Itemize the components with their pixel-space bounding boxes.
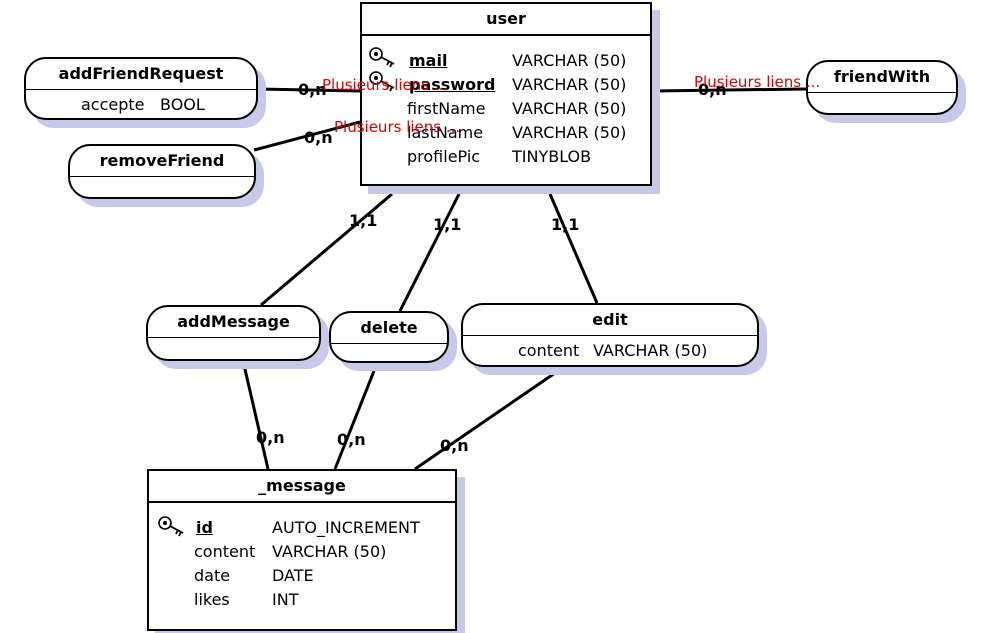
attr-firstname-type: VARCHAR (50) <box>512 99 627 118</box>
entity-user[interactable]: user mail VARCHAR (50) password VARCHAR … <box>360 2 652 186</box>
assoc-friendwith[interactable]: friendWith <box>806 60 958 115</box>
assoc-addmessage[interactable]: addMessage <box>146 305 321 361</box>
assoc-addfriendrequest-title: addFriendRequest <box>26 59 256 90</box>
warning-removefriend: Plusieurs liens ... <box>334 118 461 136</box>
assoc-delete-title: delete <box>331 313 447 344</box>
attr-profilepic-type: TINYBLOB <box>512 147 592 166</box>
key-icon <box>157 515 187 541</box>
attr-content-name: content <box>194 542 256 561</box>
attr-edit-content-type: VARCHAR (50) <box>593 341 708 360</box>
link-delete-message <box>333 370 376 470</box>
assoc-removefriend-title: removeFriend <box>70 146 254 177</box>
attr-id-name: id <box>196 518 213 537</box>
assoc-friendwith-title: friendWith <box>808 62 956 93</box>
cardinality-delete-message: 0,n <box>337 430 366 449</box>
assoc-addfriendrequest[interactable]: addFriendRequest accepte BOOL <box>24 57 258 120</box>
link-addfriendrequest-user <box>257 87 361 93</box>
cardinality-edit-message: 0,n <box>440 436 469 455</box>
link-edit-message <box>414 371 556 471</box>
assoc-edit[interactable]: edit content VARCHAR (50) <box>461 303 759 367</box>
cardinality-addmessage-user: 1,1 <box>349 211 378 230</box>
cardinality-edit-user: 1,1 <box>551 215 580 234</box>
assoc-edit-title: edit <box>463 305 757 336</box>
attr-mail-type: VARCHAR (50) <box>512 51 627 70</box>
attr-likes-type: INT <box>272 590 299 609</box>
warning-addfriendrequest: Plusieurs liens ... <box>322 76 449 94</box>
attr-accepte-type: BOOL <box>160 95 205 114</box>
assoc-edit-body: content VARCHAR (50) <box>463 336 757 362</box>
attr-likes-name: likes <box>194 590 230 609</box>
attr-firstname-name: firstName <box>407 99 486 118</box>
attr-edit-content-name: content <box>518 341 580 360</box>
attr-lastname-type: VARCHAR (50) <box>512 123 627 142</box>
link-delete-user <box>398 193 461 312</box>
attr-accepte-name: accepte <box>81 95 145 114</box>
link-addmessage-message <box>242 364 270 470</box>
attr-lastname-name: lastName <box>407 123 484 142</box>
entity-message[interactable]: _message id AUTO_INCREMENT content VARCH… <box>147 469 457 631</box>
link-addmessage-user <box>260 192 393 307</box>
assoc-addmessage-title: addMessage <box>148 307 319 338</box>
link-removefriend-user <box>253 120 361 152</box>
cardinality-addfriendrequest-user: 0,n <box>298 80 327 99</box>
attr-password-name: password <box>409 75 496 94</box>
cardinality-removefriend-user: 0,n <box>304 128 333 147</box>
warning-friendwith: Plusieurs liens ... <box>694 73 821 91</box>
assoc-delete[interactable]: delete <box>329 311 449 363</box>
entity-message-title: _message <box>149 471 455 503</box>
cardinality-addmessage-message: 0,n <box>256 428 285 447</box>
attr-id-type: AUTO_INCREMENT <box>272 518 420 537</box>
link-friendwith-user <box>651 87 807 93</box>
attr-password-type: VARCHAR (50) <box>512 75 627 94</box>
attr-mail-name: mail <box>409 51 448 70</box>
attr-profilepic-name: profilePic <box>407 147 481 166</box>
entity-user-title: user <box>362 4 650 36</box>
cardinality-friendwith-user: 0,n <box>698 80 727 99</box>
assoc-removefriend[interactable]: removeFriend <box>68 144 256 199</box>
key-icon <box>368 46 398 72</box>
assoc-addfriendrequest-body: accepte BOOL <box>26 90 256 116</box>
link-edit-user <box>548 193 599 304</box>
cardinality-delete-user: 1,1 <box>433 215 462 234</box>
key-icon <box>368 70 398 96</box>
attr-content-type: VARCHAR (50) <box>272 542 387 561</box>
attr-date-name: date <box>194 566 231 585</box>
attr-date-type: DATE <box>272 566 314 585</box>
